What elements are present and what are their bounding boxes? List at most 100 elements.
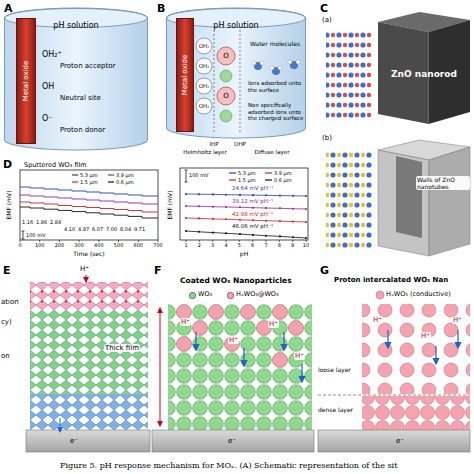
text-label: 100 mV: [189, 172, 208, 178]
text-label: Diffuse layer: [255, 149, 290, 156]
text-label: OHP: [234, 141, 246, 148]
legend-label: 0.6 μm: [116, 179, 134, 185]
text-label: OH₂: [199, 83, 210, 90]
legend-label: 0.6 μm: [274, 177, 292, 183]
text-label: 500: [114, 242, 124, 248]
text-label: E: [3, 264, 11, 277]
text-label: 100 mV: [26, 232, 45, 238]
text-label: e⁻: [396, 437, 404, 445]
text-label: (a): [322, 16, 332, 24]
text-label: EMF (mV): [5, 191, 12, 220]
text-label: Coated WO₃ Nanoparticles: [180, 276, 292, 285]
text-label: H⁺: [372, 316, 383, 324]
text-label: 46.06 mV pH⁻¹: [232, 223, 273, 230]
text-label: A: [4, 2, 13, 15]
text-label: 9.71: [134, 226, 145, 232]
text-label: pH: [240, 250, 248, 257]
text-label: OH₂: [199, 63, 210, 70]
text-label: 8: [278, 242, 281, 248]
text-label: 400: [94, 242, 104, 248]
text-label: 600: [133, 242, 143, 248]
text-label: 7: [264, 242, 267, 248]
text-label: H⁺: [294, 352, 305, 360]
text-label: 700: [153, 242, 163, 248]
panel-c-ions: [326, 28, 372, 250]
panel-b-solution: [166, 8, 306, 138]
legend-label: 5.3 μm: [80, 172, 98, 178]
text-label: Helmholtz layer: [183, 149, 226, 156]
metal-oxide-bar: Metal oxide: [16, 18, 36, 144]
text-label: 5: [238, 242, 241, 248]
text-label: ation: [1, 298, 19, 306]
text-label: 42.98 mV pH⁻¹: [232, 211, 273, 218]
node-label: Metal oxide: [181, 55, 189, 95]
node-label: pH solution: [213, 21, 258, 31]
text-label: Water molecules: [250, 40, 304, 47]
text-label: 0: [18, 242, 21, 248]
text-label: Proton donor: [60, 126, 105, 134]
text-label: cy): [1, 318, 12, 326]
legend-label: WO₃: [198, 291, 212, 299]
text-label: Proton acceptor: [60, 62, 115, 70]
panel-f-particles: [152, 304, 314, 452]
legend-label: 3.9 μm: [274, 170, 292, 176]
text-label: 6: [251, 242, 254, 248]
text-label: 4.97: [78, 226, 89, 232]
text-label: dense layer: [318, 406, 353, 413]
text-label: (b): [322, 134, 332, 142]
legend-label: 1.5 μm: [80, 179, 98, 185]
node-label: Metal oxide: [22, 61, 30, 101]
text-label: F: [154, 264, 162, 277]
text-label: 7.00: [106, 226, 117, 232]
text-label: 9: [291, 242, 294, 248]
text-label: Sputtered WO₃ film: [24, 162, 87, 170]
text-label: e⁻: [70, 437, 78, 445]
text-label: H⁺: [452, 316, 463, 324]
text-label: 1.86: [36, 219, 47, 225]
legend-label: 3.9 μm: [116, 172, 134, 178]
text-label: 3: [211, 242, 214, 248]
text-label: 10: [303, 242, 309, 248]
zno-nanorod-outline: [378, 12, 470, 124]
text-label: Walls of ZnO nanotubes: [416, 176, 470, 190]
node-label: ZnO nanorod: [391, 69, 457, 80]
text-label: Proton intercalated WO₃ Nan: [334, 276, 448, 284]
text-label: Neutral site: [60, 94, 101, 102]
text-label: O: [223, 52, 229, 60]
text-label: e⁻: [228, 437, 236, 445]
text-label: 1.16: [22, 219, 33, 225]
chart-emf-time: [20, 170, 158, 242]
text-label: H⁺: [80, 265, 89, 273]
text-label: 1: [184, 242, 187, 248]
zno-nanotube: [378, 140, 470, 256]
node-label: pH solution: [53, 21, 98, 31]
figure-caption: Figure 5. pH response mechanism for MOₓ.…: [60, 461, 397, 471]
text-label: 6.07: [92, 226, 103, 232]
text-label: D: [3, 158, 12, 171]
chart-emf-ph: [180, 168, 308, 242]
text-label: 4: [224, 242, 227, 248]
text-label: OH₂: [199, 103, 210, 110]
text-label: G: [320, 264, 329, 277]
text-label: 2: [198, 242, 201, 248]
text-label: H⁺: [228, 336, 239, 344]
text-label: B: [157, 2, 165, 15]
panel-g-particles: [318, 291, 470, 452]
text-label: Thick film: [104, 344, 140, 352]
text-label: H⁺: [268, 320, 279, 328]
text-label: Ions adsorbed unto the surface: [248, 80, 304, 93]
text-label: O: [223, 92, 229, 100]
text-label: HₓWO₃ (conductive): [386, 291, 451, 299]
text-label: H⁺: [420, 332, 431, 340]
text-label: EMF (mV): [166, 191, 173, 220]
legend-label: 5.3 μm: [238, 170, 256, 176]
text-label: 300: [74, 242, 84, 248]
water-molecule: [252, 60, 300, 75]
text-label: on: [1, 352, 10, 360]
zno-nanorod: ZnO nanorod: [378, 12, 470, 124]
text-label: H⁺: [180, 318, 191, 326]
text-label: loose layer: [318, 366, 351, 373]
legend-swatch: [227, 292, 234, 299]
text-label: 8.04: [120, 226, 131, 232]
